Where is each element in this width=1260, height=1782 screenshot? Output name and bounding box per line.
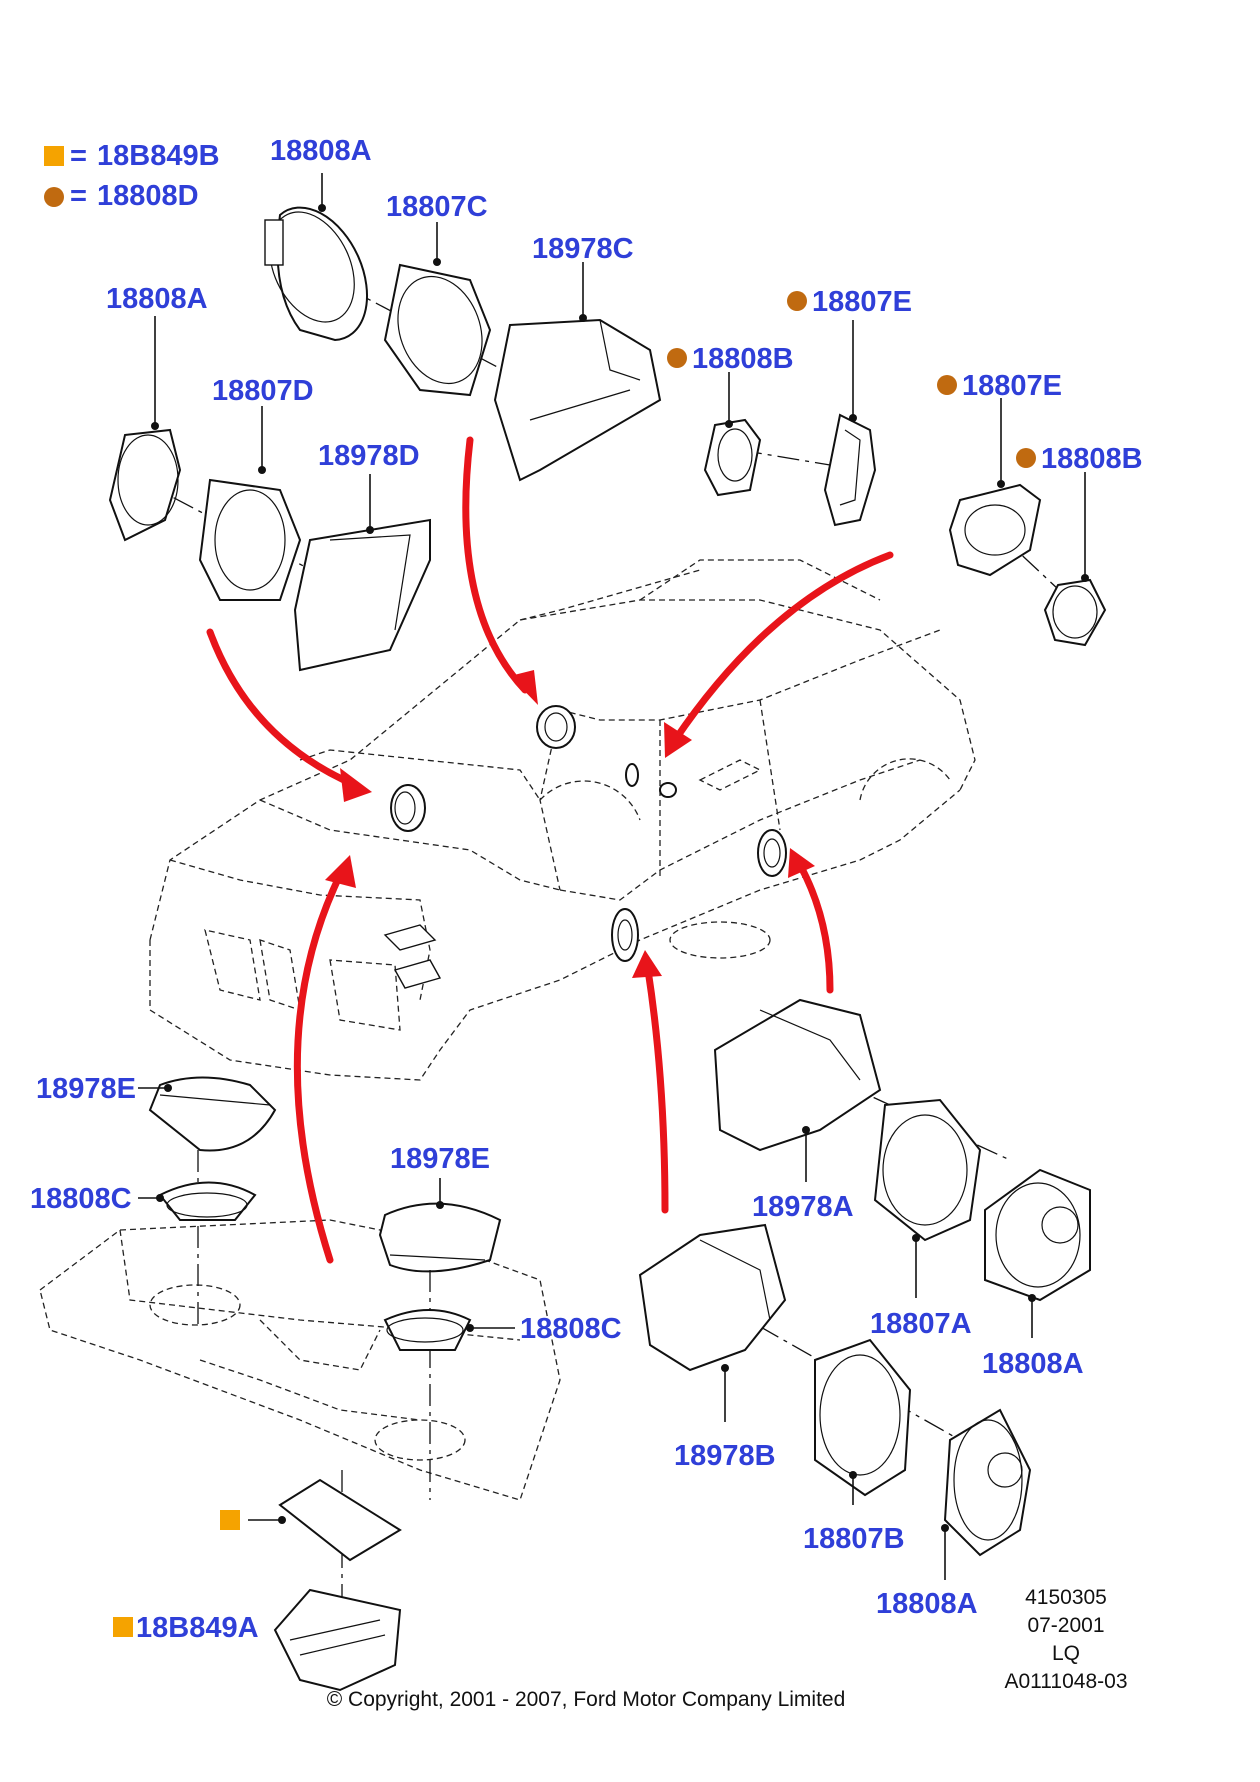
rear-shelf-speakers (148, 1076, 502, 1692)
label-18808a-left: 18808A (106, 283, 208, 315)
label-18808c-1: 18808C (30, 1183, 132, 1215)
legend-square-part: 18B849B (97, 140, 220, 172)
tweeter-group-2 (948, 483, 1107, 647)
label-18807e-2: 18807E (962, 370, 1062, 402)
square-marker-small (220, 1510, 240, 1530)
label-18807e-1: 18807E (812, 286, 912, 318)
legend-circle-part: 18808D (97, 180, 199, 212)
label-18978e-1: 18978E (36, 1073, 136, 1105)
label-18978b: 18978B (674, 1440, 776, 1472)
label-18808a-lower: 18808A (876, 1588, 978, 1620)
label-18808a-door: 18808A (982, 1348, 1084, 1380)
label-18978c: 18978C (532, 233, 634, 265)
legend-circle-equals: = (70, 180, 87, 212)
meta-line-2: 07-2001 (1027, 1614, 1104, 1637)
front-door-left-group (108, 428, 431, 672)
label-18978a: 18978A (752, 1191, 854, 1223)
copyright-text: © Copyright, 2001 - 2007, Ford Motor Com… (327, 1688, 846, 1711)
meta-line-3: LQ (1052, 1642, 1080, 1665)
label-18807d: 18807D (212, 375, 314, 407)
label-18807b: 18807B (803, 1523, 905, 1555)
circle-marker-18807e-1 (787, 291, 807, 311)
front-door-upper-group (264, 206, 662, 482)
legend: = 18B849B = 18808D (44, 140, 220, 212)
legend-circle-marker (44, 187, 64, 207)
meta-line-4: A0111048-03 (1005, 1670, 1128, 1693)
label-18807c: 18807C (386, 191, 488, 223)
label-18808b-1: 18808B (692, 343, 794, 375)
label-18808a-top: 18808A (270, 135, 372, 167)
part-labels: 18808A 18807C 18978C 18808A 18807D 18978… (30, 135, 1143, 1644)
red-arrows (206, 436, 894, 1264)
label-18978e-2: 18978E (390, 1143, 490, 1175)
rear-door-group-a (713, 998, 1091, 1302)
legend-square-equals: = (70, 140, 87, 172)
circle-marker-18808b-1 (667, 348, 687, 368)
circle-marker-18807e-2 (937, 375, 957, 395)
car-body-outline (149, 559, 976, 1081)
diagram-metadata: 4150305 07-2001 LQ A0111048-03 © Copyrig… (327, 1586, 1128, 1711)
label-18978d: 18978D (318, 440, 420, 472)
label-18808c-2: 18808C (520, 1313, 622, 1345)
legend-square-marker (44, 146, 64, 166)
installed-speakers (383, 705, 787, 989)
rear-door-group-b (638, 1223, 1032, 1557)
label-18b849a: 18B849A (136, 1612, 259, 1644)
leader-lines (138, 173, 1089, 1580)
circle-marker-18808b-2 (1016, 448, 1036, 468)
square-marker-18b849a (113, 1617, 133, 1637)
label-18807a: 18807A (870, 1308, 972, 1340)
tweeter-group-1 (703, 413, 877, 527)
meta-line-1: 4150305 (1025, 1586, 1107, 1609)
label-18808b-2: 18808B (1041, 443, 1143, 475)
